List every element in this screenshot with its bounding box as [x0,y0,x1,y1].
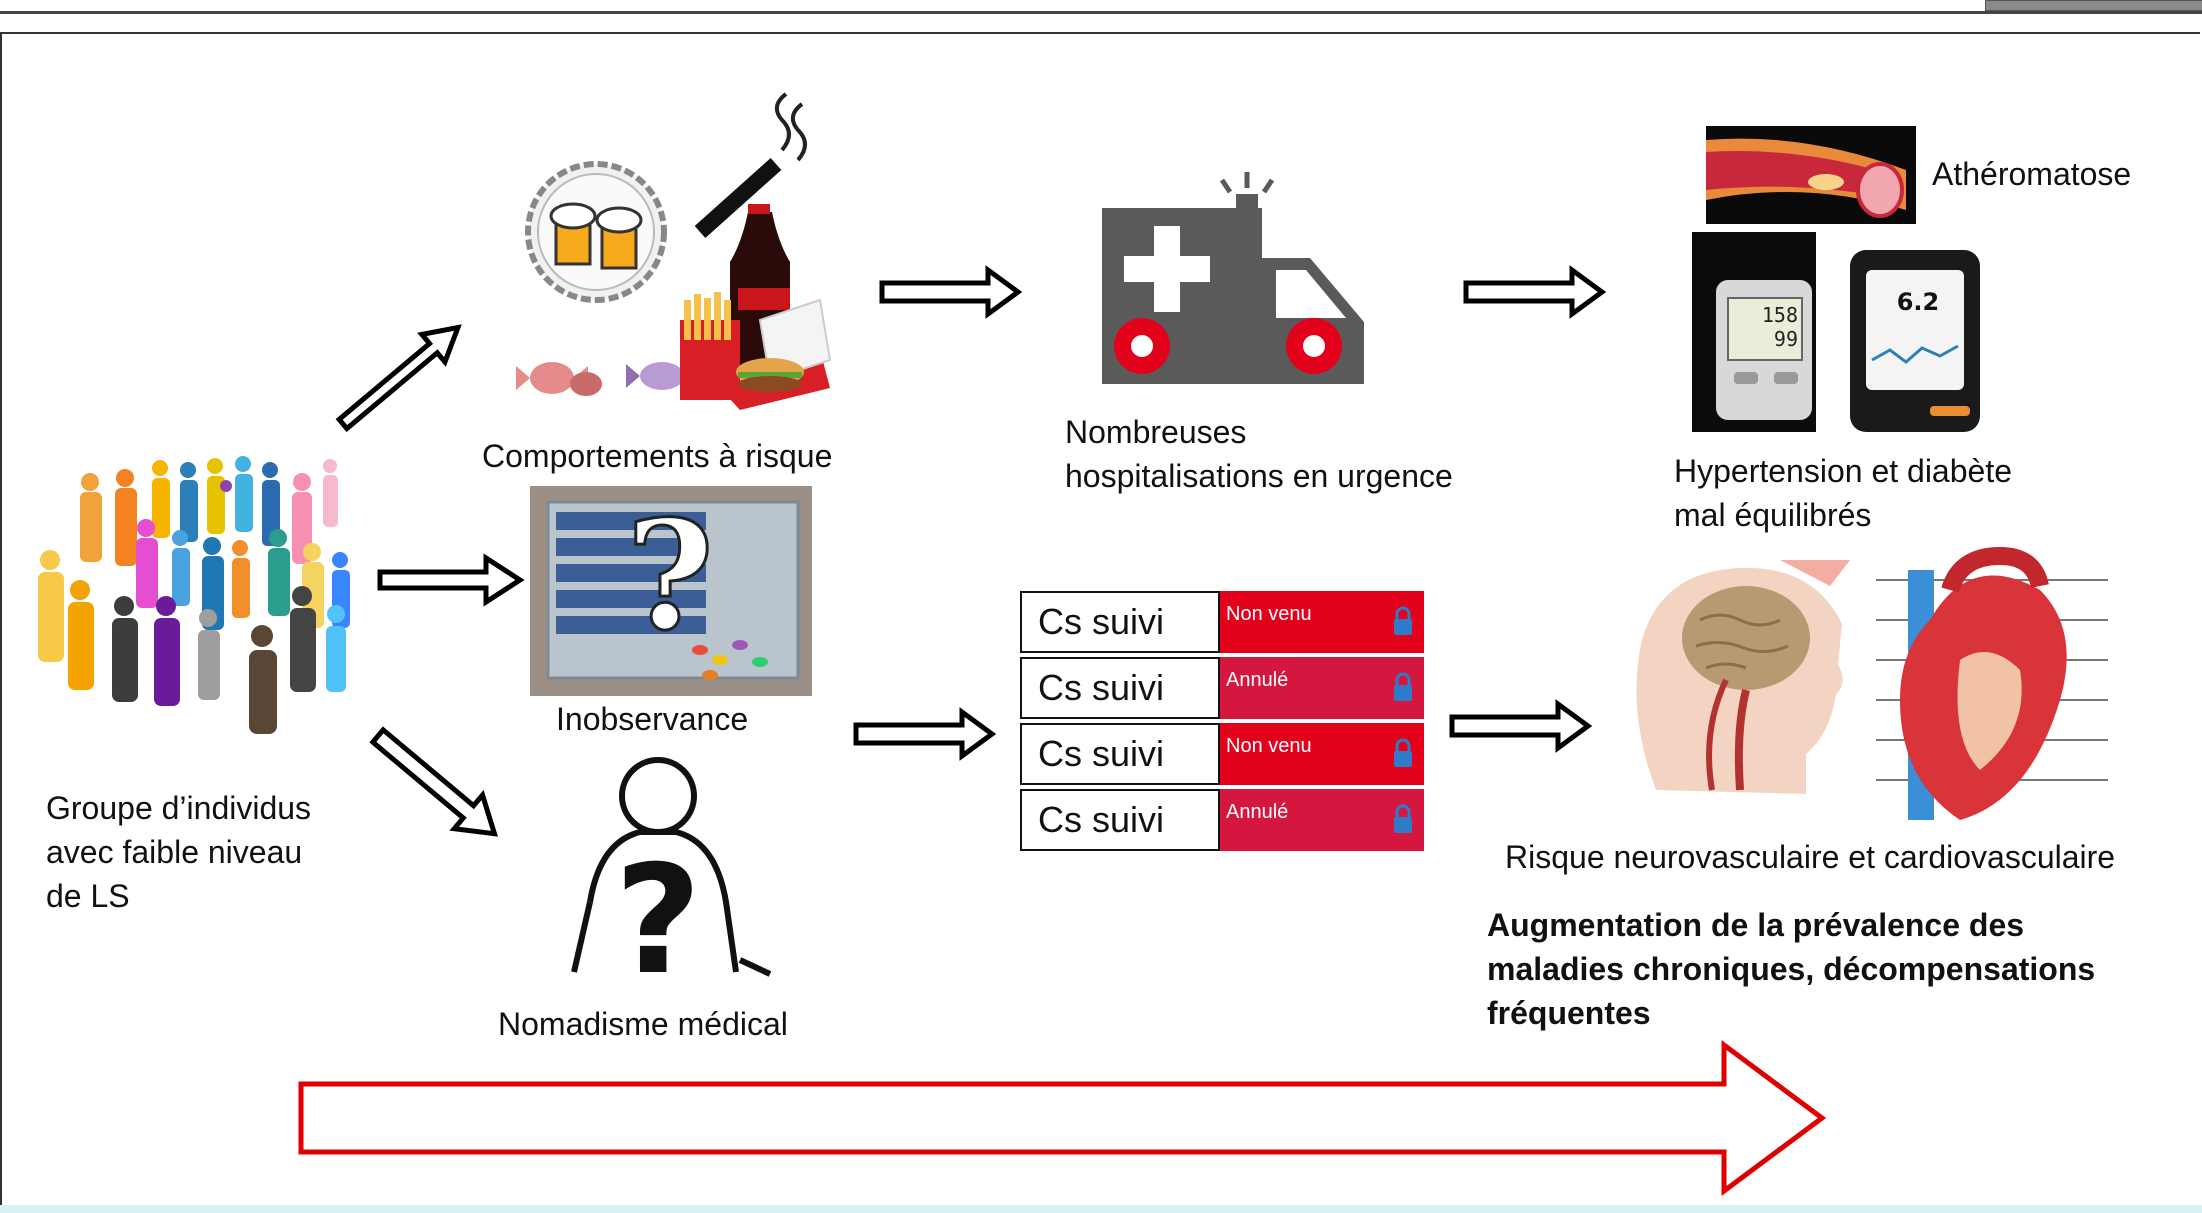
blood-pressure-monitor-icon: 158 99 [1692,232,1816,432]
arrow-to-inobservance [377,553,525,607]
arrow-to-atheromatose [1463,265,1607,319]
appointment-status-text: Annulé [1226,801,1289,823]
doctor-question-icon: ? [571,757,772,1008]
appointment-row[interactable]: Cs suivi Annulé [1020,657,1426,721]
group-label-line-3: de LS [46,878,130,914]
group-label-line-1: Groupe d’individus [46,790,312,826]
appointment-label: Cs suivi [1020,723,1220,785]
cigarette-icon [694,92,807,238]
hospitalisations-label-line-2: hospitalisations en urgence [1065,458,1453,494]
bp-reading-bottom: 99 [1774,327,1798,351]
candy-icon [516,362,698,396]
appointment-status-text: Non venu [1226,735,1312,757]
appointment-table: Cs suivi Non venu Cs suivi Annulé Cs sui… [1020,591,1426,855]
bp-reading-top: 158 [1762,303,1798,327]
lock-icon [1394,606,1412,635]
appointment-status: Non venu [1220,723,1424,785]
fast-food-icon [680,292,832,410]
lock-icon [1394,738,1412,767]
arrow-to-nomadisme [369,726,498,837]
hypertension-label-line-1: Hypertension et diabète [1674,453,2012,489]
inobservance-label: Inobservance [556,701,749,737]
augmentation-label-line-2: maladies chroniques, décompensations [1487,951,2096,987]
arrow-to-risque [1449,699,1593,753]
toolbar-button[interactable] [1985,0,2202,11]
appointment-status: Non venu [1220,591,1424,653]
pillbox-question-icon: ? [530,486,812,696]
appointment-label: Cs suivi [1020,591,1220,653]
artery-icon [1706,126,1916,224]
augmentation-label-line-1: Augmentation de la prévalence des [1487,907,2025,943]
brain-head-icon [1636,560,1850,794]
bottom-strip [0,1205,2202,1213]
glucose-meter-icon: 6.2 [1850,250,1980,432]
arrow-to-ambulance [879,265,1023,319]
appointment-row[interactable]: Cs suivi Annulé [1020,789,1426,853]
atheromatose-label: Athéromatose [1932,156,2132,192]
heart-icon [1876,546,2108,820]
hypertension-label-line-2: mal équilibrés [1674,497,1872,533]
comportements-label: Comportements à risque [482,438,833,474]
people-crowd-icon [38,456,350,734]
arrow-to-comportements [335,324,462,433]
appointment-label: Cs suivi [1020,657,1220,719]
appointment-label: Cs suivi [1020,789,1220,851]
nomadisme-label: Nomadisme médical [498,1006,788,1042]
svg-text:?: ? [614,834,701,1008]
lock-icon [1394,804,1412,833]
big-progression-arrow [298,1040,1827,1196]
top-toolbar-strip [0,0,2202,14]
appointment-status: Annulé [1220,789,1424,851]
hospitalisations-label-line-1: Nombreuses [1065,414,1247,450]
beer-cap-icon [525,161,667,303]
appointment-status-text: Annulé [1226,669,1289,691]
group-label-line-2: avec faible niveau [46,834,303,870]
appointment-row[interactable]: Cs suivi Non venu [1020,591,1426,655]
lock-icon [1394,672,1412,701]
appointment-status: Annulé [1220,657,1424,719]
arrow-to-appointments [853,707,997,761]
appointment-row[interactable]: Cs suivi Non venu [1020,723,1426,787]
appointment-status-text: Non venu [1226,603,1312,625]
risque-label: Risque neurovasculaire et cardiovasculai… [1505,839,2116,875]
svg-text:?: ? [626,488,714,664]
ambulance-icon [1102,172,1364,384]
augmentation-label-line-3: fréquentes [1487,995,1651,1031]
glucose-value: 6.2 [1897,288,1940,316]
